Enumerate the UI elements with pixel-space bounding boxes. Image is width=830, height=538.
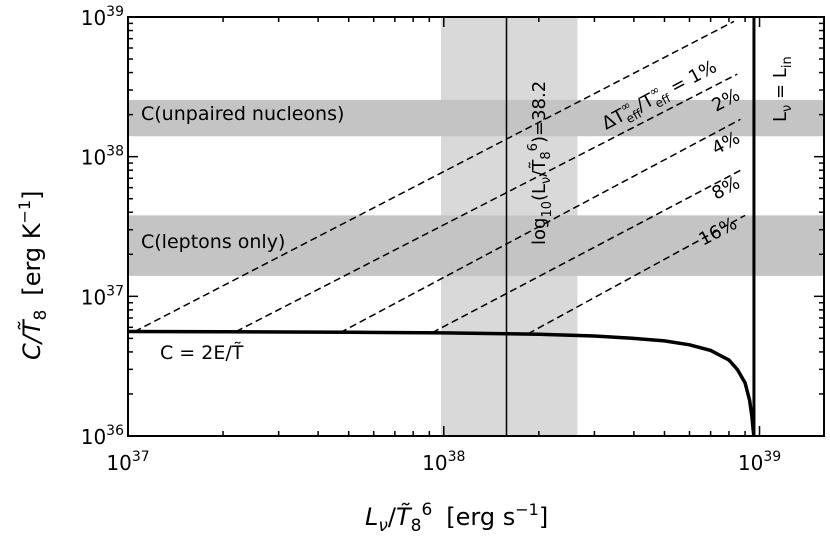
y-tick-label: 1037 bbox=[81, 283, 124, 309]
x-tick-label: 1038 bbox=[422, 449, 465, 475]
y-axis-title: C/T̃8[erg K−1] bbox=[15, 191, 51, 361]
dashed-line-1pct bbox=[134, 20, 735, 333]
x-axis-title: Lν/T̃86[erg s−1] bbox=[365, 500, 548, 536]
log-luminosity-label: log10(Lν/T̃86)=38.2 bbox=[526, 81, 555, 245]
dashed-label-8pct: 8% bbox=[708, 172, 743, 204]
unpaired-nucleons-label: C(unpaired nucleons) bbox=[141, 103, 344, 125]
x-tick-label: 1037 bbox=[106, 449, 149, 475]
plot-frame bbox=[127, 16, 825, 437]
bands-layer bbox=[128, 17, 824, 436]
dashed-line-16pct bbox=[527, 214, 746, 335]
y-tick-label: 1039 bbox=[81, 4, 124, 30]
leptons-only-label: C(leptons only) bbox=[141, 231, 285, 253]
leptons-only-band bbox=[128, 215, 824, 276]
curve-label: C = 2E/T̃ bbox=[160, 342, 244, 364]
dashed-line-4pct bbox=[339, 118, 741, 334]
dashed-lines-layer bbox=[134, 20, 746, 335]
x-tick-label: 1039 bbox=[738, 449, 781, 475]
dashed-line-2pct bbox=[235, 73, 738, 333]
unpaired-nucleons-band bbox=[128, 99, 824, 137]
l-in-label: Lν = Lin bbox=[770, 56, 795, 122]
dashed-line-8pct bbox=[431, 168, 744, 334]
c-equals-2e-over-t-curve bbox=[128, 329, 756, 436]
y-tick-label: 1036 bbox=[81, 423, 124, 449]
y-tick-label: 1038 bbox=[81, 144, 124, 170]
